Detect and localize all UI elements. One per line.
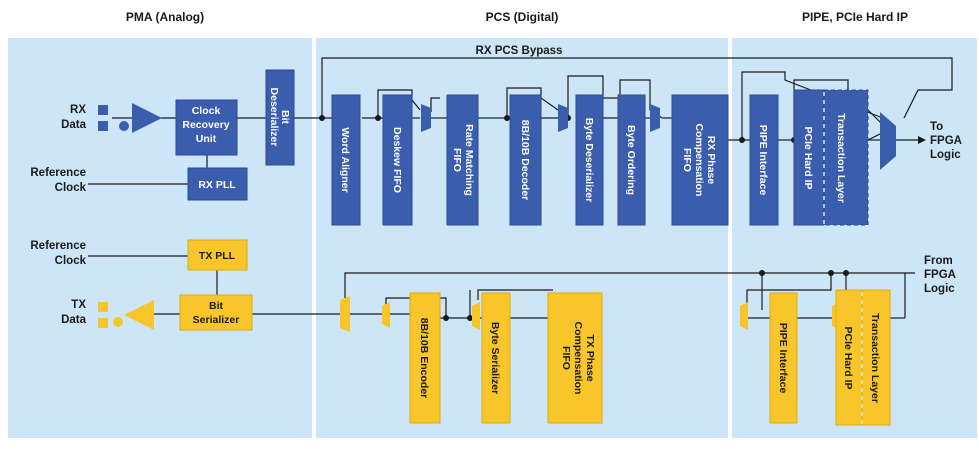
clock-recovery-label-2: Recovery (182, 119, 229, 131)
tx-wiring (88, 255, 915, 319)
clock-recovery-label-1: Clock (192, 105, 221, 117)
rx-pipe-interface-label: PIPE Interface (757, 125, 769, 196)
rx-transaction-layer (823, 89, 869, 226)
rx-transaction-layer-label: Transaction Layer (835, 113, 847, 203)
to-fpga-label-3: Logic (930, 149, 961, 161)
section-header-pcs: PCS (Digital) (486, 10, 559, 24)
bit-serializer-label-2: Serializer (193, 314, 240, 326)
rx-pcie-hard-ip-label: PCIe Hard IP (802, 126, 814, 189)
tx-pipe-interface-label: PIPE Interface (777, 323, 789, 394)
byte-serializer (481, 292, 511, 424)
tx-phase-compensation-fifo (547, 292, 603, 424)
byte-serializer-label: Byte Serializer (489, 322, 501, 394)
bit-deserializer (265, 69, 295, 166)
tx-pcie-hard-ip-label: PCIe Hard IP (842, 326, 854, 389)
byte-deserializer (575, 94, 604, 226)
rx-phase-label-1: RX Phase (705, 136, 717, 185)
section-header-pma: PMA (Analog) (126, 10, 204, 24)
rate-matching-label-1: Rate Matching (463, 124, 475, 196)
rx-data-label-2: Data (61, 119, 87, 131)
tx-output-driver (98, 300, 154, 330)
rx-pll (187, 167, 248, 201)
tx-phase-label-3: FIFO (560, 346, 572, 370)
tx-transaction-layer-label: Transaction Layer (869, 313, 881, 403)
ref-clock-rx-label-1: Reference (30, 167, 86, 179)
word-aligner-label: Word Aligner (339, 127, 351, 192)
tx-phase-label-2: Compensation (572, 322, 584, 395)
tx-junction-dots (443, 270, 849, 321)
rx-phase-compensation-fifo (671, 94, 729, 226)
to-fpga-label-2: FPGA (930, 135, 962, 147)
ref-clock-tx-label-2: Clock (55, 255, 87, 267)
tx-data-label-2: Data (61, 314, 87, 326)
tx-pcie-hard-ip (835, 289, 863, 426)
bit-deserializer-label-1: Bit (279, 110, 291, 125)
rx-pll-label: RX PLL (198, 179, 236, 191)
8b10b-encoder (409, 292, 441, 424)
ref-clock-rx-label-2: Clock (55, 182, 87, 194)
divider-pcs-pipe (728, 38, 732, 438)
bit-deserializer-label-2: Deserializer (268, 88, 280, 147)
rx-phase-label-3: FIFO (681, 148, 693, 172)
rx-input-buffer (98, 103, 162, 133)
deskew-fifo (382, 94, 413, 226)
section-header-pipe: PIPE, PCIe Hard IP (802, 10, 908, 24)
tx-pll-label: TX PLL (199, 250, 236, 262)
tx-pipe-interface (769, 292, 798, 424)
word-aligner (331, 94, 361, 226)
tx-transaction-layer (861, 289, 891, 426)
bit-serializer-label-1: Bit (209, 300, 224, 312)
rate-matching-label-2: FIFO (451, 148, 463, 172)
rx-phase-label-2: Compensation (693, 124, 705, 197)
deskew-fifo-label: Deskew FIFO (391, 127, 403, 193)
to-fpga-label-1: To (930, 121, 943, 133)
bit-serializer (179, 294, 253, 331)
rx-pcs-bypass-label: RX PCS Bypass (476, 45, 563, 57)
rx-muxes (421, 104, 896, 170)
8b10b-decoder-label: 8B/10B Decoder (519, 120, 531, 201)
8b10b-encoder-label: 8B/10B Encoder (418, 318, 430, 399)
byte-ordering-label: Byte Ordering (625, 125, 637, 195)
rx-pipe-interface (749, 94, 779, 226)
from-fpga-label-2: FPGA (924, 269, 956, 281)
tx-pll (187, 239, 248, 271)
from-fpga-label-3: Logic (924, 283, 955, 295)
divider-pma-pcs (312, 38, 316, 438)
clock-recovery-unit (175, 99, 238, 156)
tx-phase-label-1: TX Phase (584, 334, 596, 381)
to-fpga-arrow (918, 136, 926, 144)
clock-recovery-label-3: Unit (196, 133, 217, 145)
rx-data-label-1: RX (70, 104, 86, 116)
byte-deserializer-label: Byte Deserializer (583, 118, 595, 203)
ref-clock-tx-label-1: Reference (30, 240, 86, 252)
rate-matching-fifo (446, 94, 479, 226)
8b10b-decoder (509, 94, 542, 226)
byte-ordering (617, 94, 646, 226)
from-fpga-label-1: From (924, 255, 953, 267)
tx-data-label-1: TX (71, 299, 86, 311)
